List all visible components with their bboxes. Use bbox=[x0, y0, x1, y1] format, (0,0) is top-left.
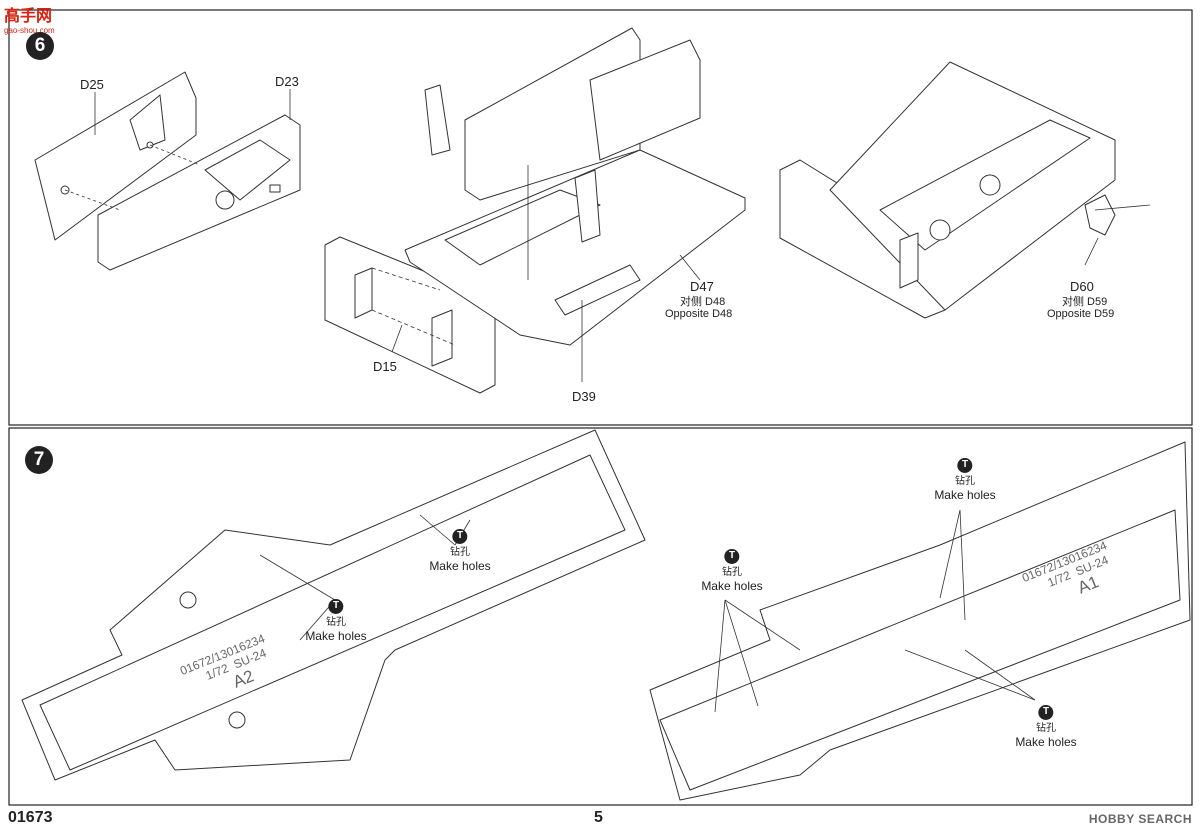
label-d15: D15 bbox=[373, 359, 397, 374]
label-d23: D23 bbox=[275, 74, 299, 89]
make-holes-callout: T 钻孔 Make holes bbox=[701, 547, 763, 593]
step6-frame bbox=[8, 9, 1193, 426]
step-6-badge: 6 bbox=[26, 32, 54, 60]
drill-icon: T bbox=[724, 548, 740, 564]
make-holes-cn: 钻孔 bbox=[955, 475, 975, 487]
make-holes-callout: T 钻孔 Make holes bbox=[934, 456, 996, 502]
label-d60-opposite-cn: 对侧 D59 bbox=[1062, 296, 1108, 308]
make-holes-cn: 钻孔 bbox=[450, 546, 470, 558]
site-watermark-url: gao-shou.com bbox=[4, 26, 55, 35]
label-d47-opposite-cn: 对侧 D48 bbox=[680, 296, 726, 308]
make-holes-en: Make holes bbox=[701, 578, 763, 593]
drill-icon: T bbox=[957, 457, 973, 473]
make-holes-en: Make holes bbox=[429, 558, 491, 573]
part-d15-drawing bbox=[324, 236, 496, 394]
make-holes-callout: T 钻孔 Make holes bbox=[429, 527, 491, 573]
drill-icon: T bbox=[1038, 704, 1054, 720]
part-d47-drawing bbox=[424, 27, 701, 201]
step-7-badge: 7 bbox=[25, 446, 53, 474]
drill-icon: T bbox=[452, 528, 468, 544]
floor-d39-drawing bbox=[404, 149, 746, 346]
make-holes-en: Make holes bbox=[934, 487, 996, 502]
label-d39: D39 bbox=[572, 389, 596, 404]
label-d25: D25 bbox=[80, 77, 104, 92]
make-holes-cn: 钻孔 bbox=[326, 616, 346, 628]
make-holes-cn: 钻孔 bbox=[722, 566, 742, 578]
part-d25-drawing bbox=[34, 71, 197, 241]
site-watermark-logo: 高手网 gao-shou.com bbox=[4, 2, 55, 35]
make-holes-en: Make holes bbox=[1015, 734, 1077, 749]
page-number: 5 bbox=[594, 809, 603, 826]
hobbysearch-watermark: HOBBY SEARCH bbox=[1088, 812, 1192, 826]
label-d60: D60 bbox=[1070, 279, 1094, 294]
part-d23-drawing bbox=[97, 114, 301, 271]
fuselage-section-drawing bbox=[779, 61, 1116, 319]
drill-icon: T bbox=[328, 598, 344, 614]
product-code: 01673 bbox=[8, 809, 53, 826]
make-holes-cn: 钻孔 bbox=[1036, 722, 1056, 734]
make-holes-callout: T 钻孔 Make holes bbox=[1015, 703, 1077, 749]
make-holes-en: Make holes bbox=[305, 628, 367, 643]
label-d47: D47 bbox=[690, 279, 714, 294]
make-holes-callout: T 钻孔 Make holes bbox=[305, 597, 367, 643]
fuselage-half-a1-drawing bbox=[649, 441, 1191, 801]
part-d60-drawing bbox=[1084, 194, 1116, 236]
label-d47-opposite-en: Opposite D48 bbox=[665, 308, 733, 320]
site-watermark-text: 高手网 bbox=[4, 8, 53, 25]
step7-frame bbox=[8, 427, 1193, 806]
label-d60-opposite-en: Opposite D59 bbox=[1047, 308, 1115, 320]
